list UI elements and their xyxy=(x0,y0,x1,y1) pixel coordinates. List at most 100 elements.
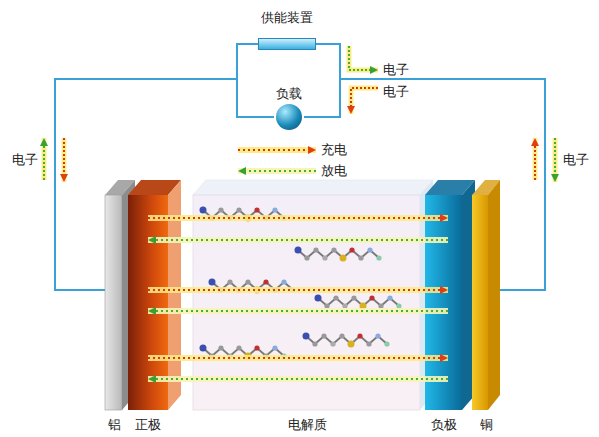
molecule-atom xyxy=(313,247,318,252)
cathode-side xyxy=(168,180,181,410)
molecule-atom xyxy=(331,247,336,252)
electron-label: 电子 xyxy=(383,62,409,77)
molecule-atom xyxy=(396,303,401,308)
legend-entry: 放电 xyxy=(321,163,347,178)
arrow-band xyxy=(553,138,558,182)
electrolyte-region: 电解质 xyxy=(193,180,421,432)
supply-box xyxy=(258,38,316,50)
charge-arrow xyxy=(148,289,446,291)
molecule-atom xyxy=(254,207,259,212)
arrow-band xyxy=(148,376,448,382)
legend-text: 放电 xyxy=(321,163,347,178)
discharge-arrows xyxy=(148,240,448,379)
arrow-band xyxy=(62,138,67,182)
electron-arrows-left xyxy=(44,138,64,182)
node-label: 供能装置 xyxy=(261,10,313,25)
load-ball xyxy=(276,104,302,130)
node-label: 铝 xyxy=(108,417,121,432)
molecule-atom xyxy=(358,255,363,260)
molecule-atom xyxy=(200,207,207,214)
node-label: 负载 xyxy=(276,86,302,101)
molecule-atom xyxy=(333,295,338,300)
arrow-band xyxy=(533,138,538,180)
molecule-atom xyxy=(245,279,250,284)
molecule-atom xyxy=(387,295,392,300)
molecule-atom xyxy=(303,333,310,340)
charge-arrow xyxy=(148,217,446,219)
molecule-atom xyxy=(366,341,371,346)
power-supply: 供能装置 xyxy=(258,10,316,52)
molecule-atom xyxy=(304,255,309,260)
molecule-atom xyxy=(384,341,389,346)
electron-arrow xyxy=(349,46,376,70)
legend-sample-charge xyxy=(238,149,314,151)
discharge-arrow xyxy=(150,378,448,380)
molecule-group xyxy=(200,207,402,360)
anode-electrode: 负极 xyxy=(425,180,463,432)
discharge-arrow xyxy=(150,310,448,312)
molecule-atom xyxy=(209,279,216,286)
arrow-band xyxy=(148,355,448,361)
molecule-atom xyxy=(200,345,207,352)
discharge-arrow xyxy=(150,239,448,241)
electron-label: 电子 xyxy=(383,84,409,99)
molecule-atom xyxy=(342,303,347,308)
charge-arrows xyxy=(148,218,448,358)
node-label: 电解质 xyxy=(288,417,327,432)
arrow-band xyxy=(351,88,378,114)
aluminium-collector: 铝 xyxy=(105,180,123,432)
node-label: 正极 xyxy=(135,417,161,432)
molecule-atom xyxy=(263,279,268,284)
legend-sample-band xyxy=(238,147,316,153)
copper-plate xyxy=(472,195,488,410)
electron-arrow xyxy=(351,88,378,112)
electron-arrow xyxy=(63,138,65,180)
molecule-atom xyxy=(324,303,329,308)
electrolyte-top xyxy=(193,180,433,195)
molecule-atom xyxy=(322,255,327,260)
copper-side xyxy=(488,180,500,410)
electron-label: 电子 xyxy=(563,152,589,167)
legend-sample-discharge xyxy=(240,170,316,172)
molecule-atom xyxy=(218,345,223,350)
molecule-atom xyxy=(340,255,347,262)
molecule-atom xyxy=(339,333,344,338)
charge-arrow xyxy=(148,357,446,359)
molecule-atom xyxy=(315,295,322,302)
arrow-band xyxy=(349,46,378,70)
molecule-atom xyxy=(227,279,232,284)
legend-samples xyxy=(238,150,316,171)
molecule-atom xyxy=(218,207,223,212)
molecule-atom xyxy=(375,333,380,338)
molecule-atom xyxy=(367,247,372,252)
electron-arrows-top xyxy=(349,46,378,114)
molecule-atom xyxy=(378,303,383,308)
molecule-bond xyxy=(298,250,379,258)
molecule-atom xyxy=(236,207,241,212)
aluminium-plate xyxy=(105,195,122,410)
molecule-atom xyxy=(236,345,241,350)
electron-arrow xyxy=(554,138,556,180)
molecule-atom xyxy=(254,345,259,350)
node-label: 铜 xyxy=(480,417,493,432)
molecule-atom xyxy=(351,295,356,300)
molecule-atom xyxy=(272,207,277,212)
arrow-band xyxy=(148,237,448,243)
arrow-band xyxy=(148,287,448,293)
arrow-band xyxy=(148,308,448,314)
electron-arrows-right xyxy=(535,138,555,182)
molecule-atom xyxy=(369,295,374,300)
electron-arrow xyxy=(43,140,45,180)
node-label: 负极 xyxy=(431,417,457,432)
molecule-atom xyxy=(376,255,381,260)
legend-text: 充电 xyxy=(321,142,347,157)
molecule-atom xyxy=(330,341,335,346)
legend-sample-band xyxy=(238,168,316,174)
molecule-atom xyxy=(281,279,286,284)
molecule-bond xyxy=(203,348,284,356)
load-sphere: 负载 xyxy=(274,86,304,132)
molecule-atom xyxy=(295,247,302,254)
electron-arrow xyxy=(534,140,536,180)
molecule-atom xyxy=(357,333,362,338)
